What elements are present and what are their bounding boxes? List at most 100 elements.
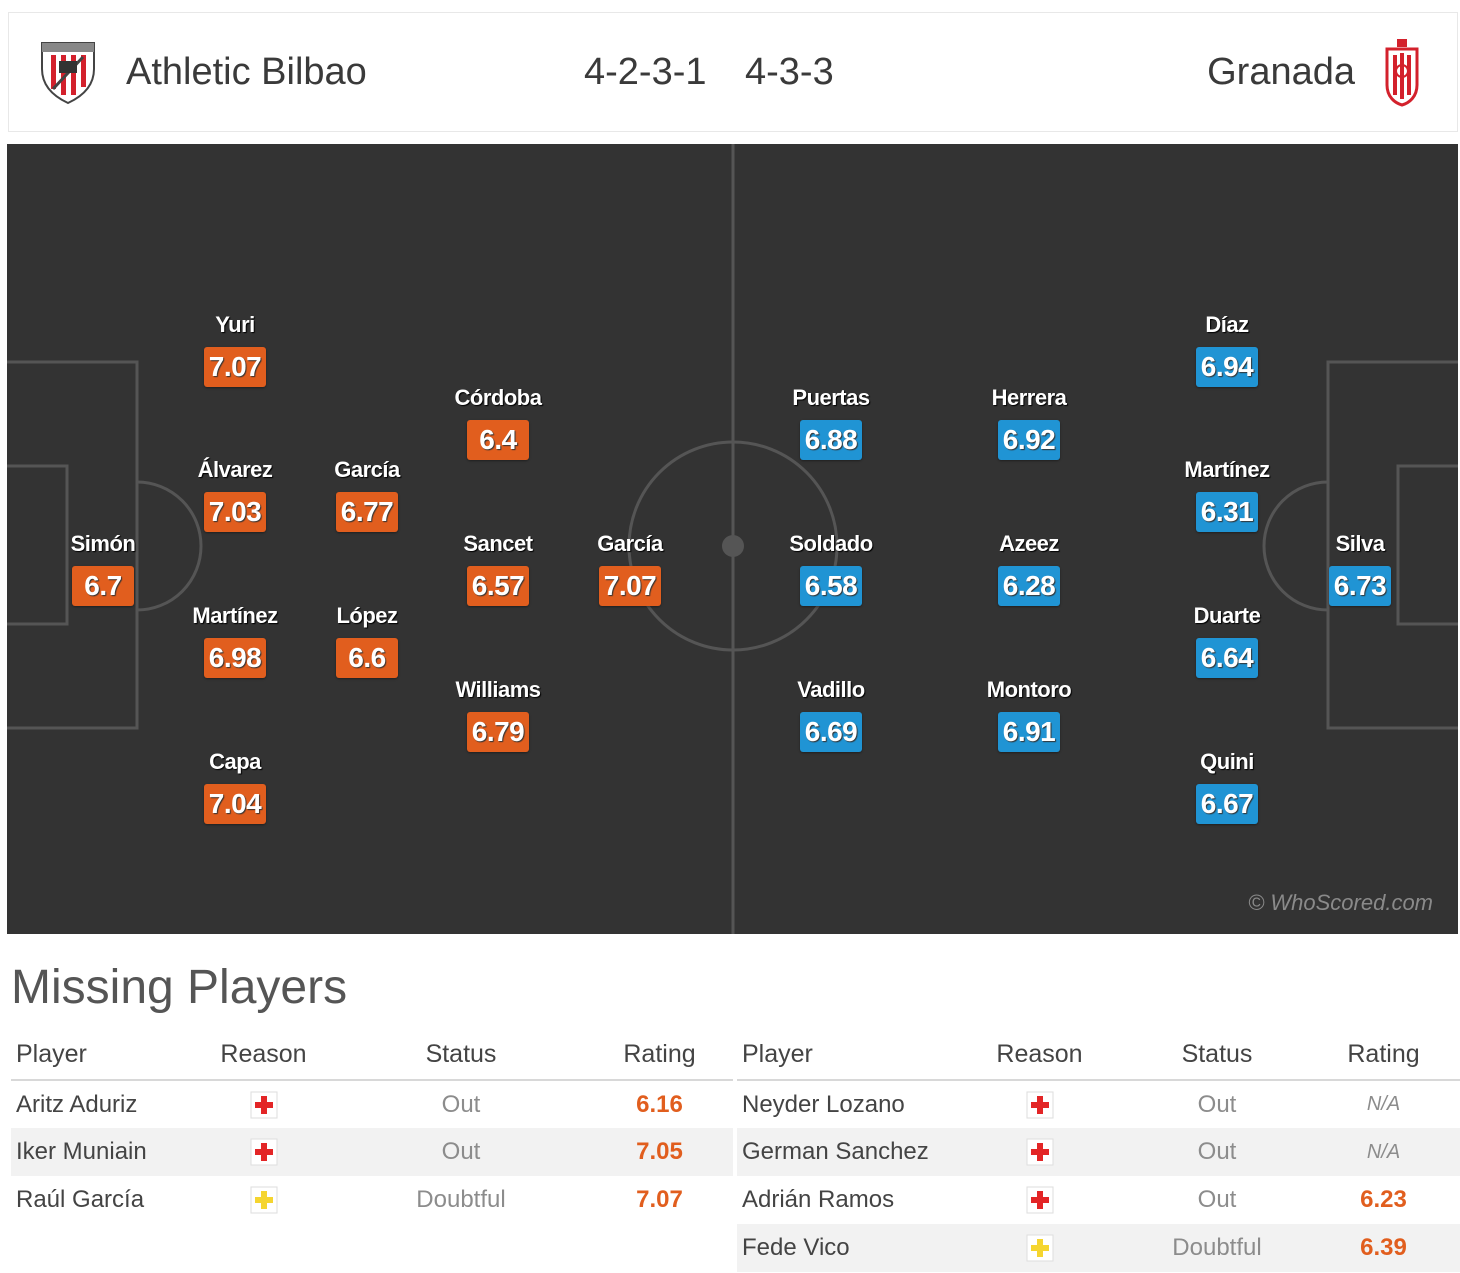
reason-cell xyxy=(191,1128,336,1176)
player-rating: 6.58 xyxy=(800,566,862,606)
table-row: Adrián Ramos Out 6.23 xyxy=(737,1176,1460,1224)
player-rating: 6.57 xyxy=(467,566,529,606)
header-reason[interactable]: Reason xyxy=(952,1030,1127,1081)
away-player-rb[interactable]: Díaz 6.94 xyxy=(1147,311,1307,387)
header-status[interactable]: Status xyxy=(1127,1030,1307,1081)
missing-players-title: Missing Players xyxy=(11,961,348,1014)
player-name: Silva xyxy=(1335,531,1385,556)
missing-player-name[interactable]: Fede Vico xyxy=(737,1224,952,1272)
away-player-st[interactable]: Soldado 6.58 xyxy=(751,530,911,606)
away-player-cm-right[interactable]: Herrera 6.92 xyxy=(949,384,1109,460)
home-team-name[interactable]: Athletic Bilbao xyxy=(126,51,367,93)
injury-cross-icon xyxy=(250,1091,278,1119)
player-name: Quini xyxy=(1200,749,1254,774)
table-header-row: Player Reason Status Rating xyxy=(737,1030,1460,1081)
home-player-rb[interactable]: Capa 7.04 xyxy=(155,748,315,824)
player-rating: 6.28 xyxy=(998,566,1060,606)
away-player-cm-center[interactable]: Azeez 6.28 xyxy=(949,530,1109,606)
match-header: Athletic Bilbao 4-2-3-1 4-3-3 Granada xyxy=(8,12,1458,132)
missing-player-name[interactable]: German Sanchez xyxy=(737,1128,952,1176)
away-player-cb-right[interactable]: Martínez 6.31 xyxy=(1147,456,1307,532)
status-cell: Out xyxy=(336,1128,586,1176)
reason-cell xyxy=(952,1080,1127,1128)
status-cell: Out xyxy=(1197,1186,1237,1213)
status-cell: Out xyxy=(1127,1128,1307,1176)
home-player-dm-right[interactable]: López 6.6 xyxy=(287,602,447,678)
player-name: García xyxy=(334,457,400,482)
reason-cell xyxy=(952,1224,1127,1272)
player-name: Capa xyxy=(209,749,261,774)
player-rating: 6.88 xyxy=(800,420,862,460)
injury-cross-icon xyxy=(250,1138,278,1166)
header-rating[interactable]: Rating xyxy=(586,1030,733,1081)
player-rating: 6.31 xyxy=(1196,492,1258,532)
home-player-lw[interactable]: Córdoba 6.4 xyxy=(418,384,578,460)
header-player[interactable]: Player xyxy=(737,1030,952,1081)
player-rating: 7.07 xyxy=(599,566,661,606)
table-row: Raúl García Doubtful 7.07 xyxy=(11,1176,733,1224)
home-player-am[interactable]: Sancet 6.57 xyxy=(418,530,578,606)
status-cell: Out xyxy=(441,1090,481,1118)
home-player-rw[interactable]: Williams 6.79 xyxy=(418,676,578,752)
player-name: Yuri xyxy=(215,312,255,337)
player-name: Soldado xyxy=(789,531,873,556)
player-name: Williams xyxy=(455,677,541,702)
table-header-row: Player Reason Status Rating xyxy=(11,1030,733,1081)
rating-cell: 6.16 xyxy=(636,1090,683,1118)
home-player-st[interactable]: García 7.07 xyxy=(550,530,710,606)
table-row: German Sanchez Out N/A xyxy=(737,1128,1460,1176)
away-player-lw[interactable]: Vadillo 6.69 xyxy=(751,676,911,752)
player-name: Martínez xyxy=(1184,457,1270,482)
granada-crest-icon xyxy=(1385,39,1419,112)
away-team-name[interactable]: Granada xyxy=(1207,51,1355,93)
away-player-gk[interactable]: Silva 6.73 xyxy=(1280,530,1440,606)
missing-player-name[interactable]: Adrián Ramos xyxy=(742,1186,895,1213)
rating-cell: 7.07 xyxy=(636,1186,683,1213)
header-rating[interactable]: Rating xyxy=(1307,1030,1460,1081)
table-row: Aritz Aduriz Out 6.16 xyxy=(11,1080,733,1128)
player-rating: 7.07 xyxy=(204,347,266,387)
player-rating: 6.94 xyxy=(1196,347,1258,387)
status-cell: Doubtful xyxy=(416,1186,506,1213)
rating-cell: 6.39 xyxy=(1307,1224,1460,1272)
player-rating: 7.03 xyxy=(204,492,266,532)
player-rating: 6.7 xyxy=(72,566,134,606)
table-row: Iker Muniain Out 7.05 xyxy=(11,1128,733,1176)
player-name: Puertas xyxy=(792,385,870,410)
player-rating: 6.67 xyxy=(1196,784,1258,824)
home-player-cb-right[interactable]: Martínez 6.98 xyxy=(155,602,315,678)
player-name: Azeez xyxy=(999,531,1059,556)
header-reason[interactable]: Reason xyxy=(191,1030,336,1081)
status-cell: Out xyxy=(1197,1090,1237,1118)
player-name: Simón xyxy=(70,531,136,556)
player-rating: 6.98 xyxy=(204,638,266,678)
pitch-markings xyxy=(7,144,1458,934)
injury-cross-icon xyxy=(1026,1091,1054,1119)
table-row: Fede Vico Doubtful 6.39 xyxy=(737,1224,1460,1272)
pitch: Simón 6.7 Yuri 7.07 Álvarez 7.03 Martíne… xyxy=(7,144,1458,934)
missing-player-name[interactable]: Aritz Aduriz xyxy=(16,1090,138,1118)
away-player-rw[interactable]: Puertas 6.88 xyxy=(751,384,911,460)
home-player-cb-left[interactable]: Álvarez 7.03 xyxy=(155,456,315,532)
missing-player-name[interactable]: Raúl García xyxy=(16,1186,145,1213)
home-player-lb[interactable]: Yuri 7.07 xyxy=(155,311,315,387)
rating-cell: 7.05 xyxy=(586,1128,733,1176)
header-player[interactable]: Player xyxy=(11,1030,191,1081)
header-status[interactable]: Status xyxy=(336,1030,586,1081)
reason-cell xyxy=(191,1176,336,1224)
doubtful-cross-icon xyxy=(250,1186,278,1214)
away-player-cm-left[interactable]: Montoro 6.91 xyxy=(949,676,1109,752)
rating-cell: 6.23 xyxy=(1360,1186,1407,1213)
missing-player-name[interactable]: Neyder Lozano xyxy=(742,1090,905,1118)
missing-player-name[interactable]: Iker Muniain xyxy=(11,1128,191,1176)
rating-cell: N/A xyxy=(1307,1128,1460,1176)
reason-cell xyxy=(191,1080,336,1128)
home-player-dm-left[interactable]: García 6.77 xyxy=(287,456,447,532)
away-player-lb[interactable]: Quini 6.67 xyxy=(1147,748,1307,824)
player-name: Sancet xyxy=(463,531,533,556)
away-player-cb-left[interactable]: Duarte 6.64 xyxy=(1147,602,1307,678)
home-player-gk[interactable]: Simón 6.7 xyxy=(23,530,183,606)
player-name: Herrera xyxy=(991,385,1067,410)
player-name: Díaz xyxy=(1205,312,1249,337)
player-rating: 6.92 xyxy=(998,420,1060,460)
